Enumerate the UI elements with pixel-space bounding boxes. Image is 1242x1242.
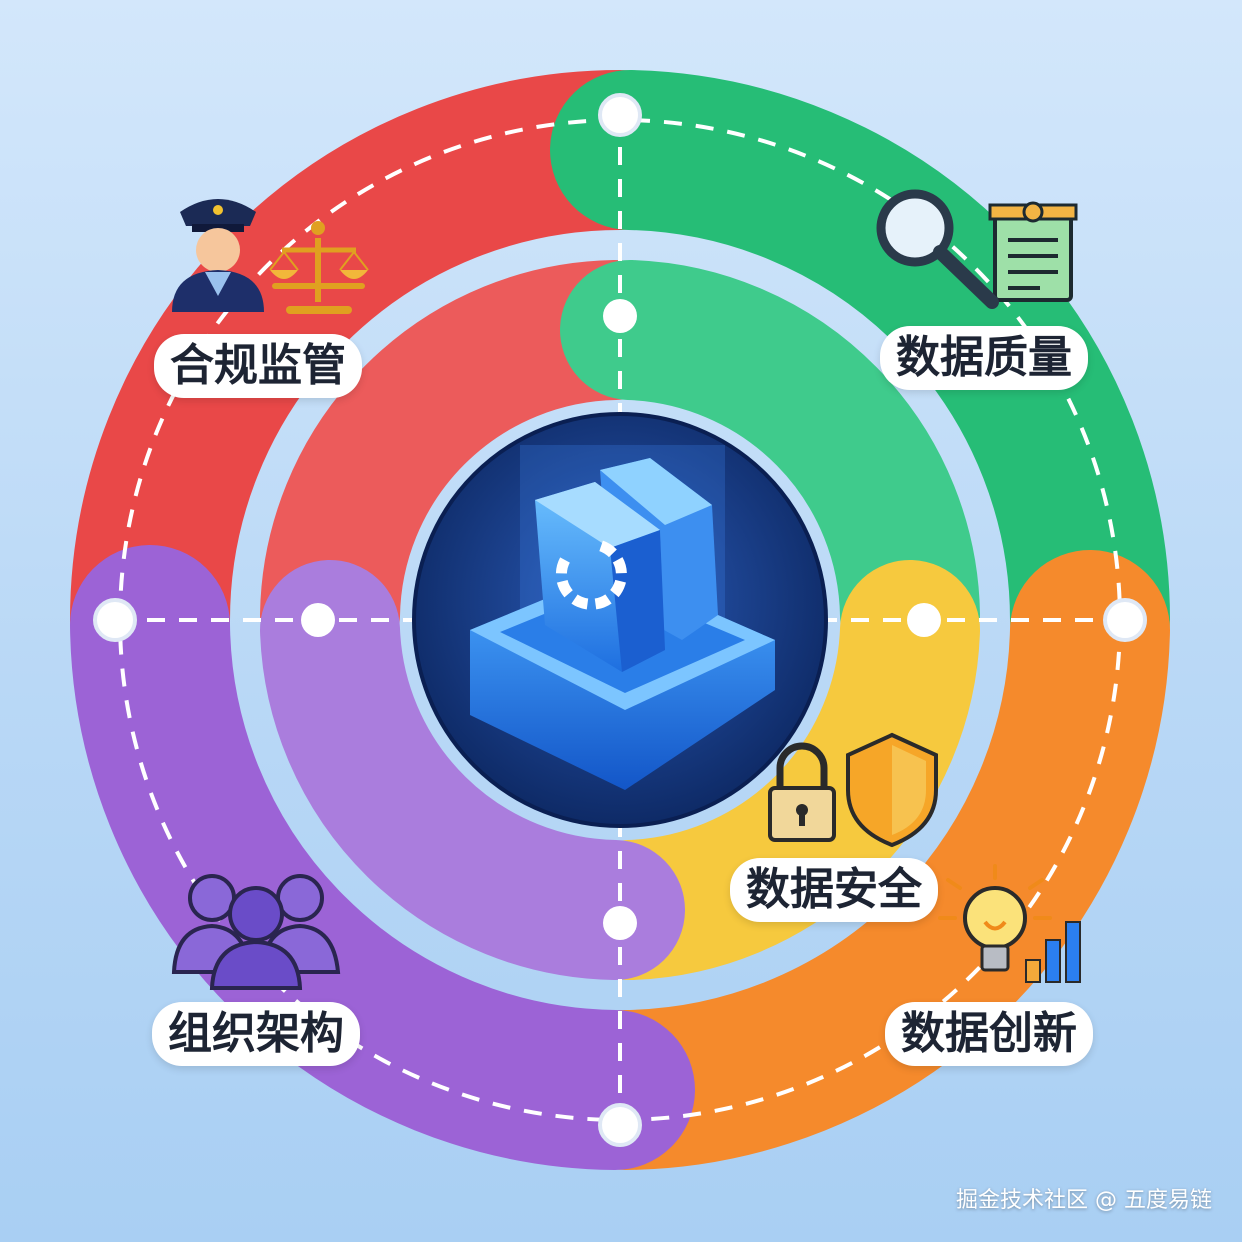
node-dot [1103,598,1147,642]
center-emblem [412,412,828,828]
node-dot [598,93,642,137]
label-data-security: 数据安全 [730,858,938,922]
node-dots [93,93,1147,1147]
label-compliance: 合规监管 [154,334,362,398]
node-dot [603,906,637,940]
node-dot [907,603,941,637]
padlock-and-shield-icon [768,732,938,848]
police-officer-and-scales-icon [172,199,369,314]
node-dot [598,1103,642,1147]
label-data-innovation: 数据创新 [885,1002,1093,1066]
magnifier-and-clipboard-icon [876,189,1078,309]
inner-arc-organization [260,560,685,980]
label-data-quality: 数据质量 [880,326,1088,390]
label-organization: 组织架构 [152,1002,360,1066]
watermark: 掘金技术社区 @ 五度易链 [956,1188,1212,1213]
inner-arc-compliance [260,260,685,685]
node-dot [301,603,335,637]
inner-arc-quality [560,260,980,685]
people-group-icon [171,874,341,990]
outer-arc-quality [550,70,1170,700]
data-shield-chip-icon [470,445,775,790]
node-dot [93,598,137,642]
node-dot [603,299,637,333]
lightbulb-and-bar-chart-icon [938,864,1081,983]
outer-arc-innovation [545,550,1170,1170]
